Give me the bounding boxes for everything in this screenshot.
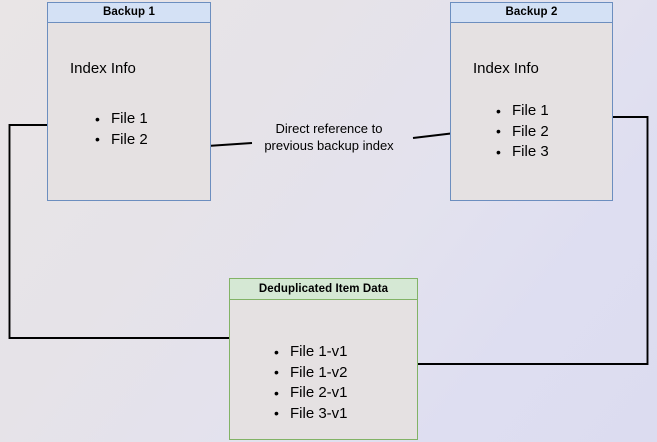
node-backup-2-file-list: File 1 File 2 File 3 bbox=[496, 101, 549, 163]
annotation-direct-reference: Direct reference to previous backup inde… bbox=[249, 120, 409, 154]
node-backup-1-index-label: Index Info bbox=[70, 60, 136, 77]
annotation-line-1: Direct reference to bbox=[275, 121, 383, 136]
list-item: File 3-v1 bbox=[274, 403, 348, 425]
list-item: File 2-v1 bbox=[274, 383, 348, 404]
node-deduplicated-item-data-header: Deduplicated Item Data bbox=[230, 279, 417, 300]
annotation-line-2: previous backup index bbox=[264, 138, 394, 153]
node-backup-2-body: Index Info File 1 File 2 File 3 bbox=[451, 23, 612, 200]
node-backup-1[interactable]: Backup 1 Index Info File 1 File 2 bbox=[47, 2, 211, 201]
node-backup-2-header: Backup 2 bbox=[451, 3, 612, 23]
node-backup-1-header: Backup 1 bbox=[48, 3, 210, 23]
node-deduplicated-item-data-body: File 1-v1 File 1-v2 File 2-v1 File 3-v1 bbox=[230, 300, 417, 440]
node-backup-1-body: Index Info File 1 File 2 bbox=[48, 23, 210, 200]
list-item: File 1-v2 bbox=[274, 362, 348, 384]
node-backup-2-index-label: Index Info bbox=[473, 60, 539, 77]
list-item: File 1 bbox=[496, 101, 549, 122]
node-deduplicated-file-list: File 1-v1 File 1-v2 File 2-v1 File 3-v1 bbox=[274, 342, 348, 424]
list-item: File 3 bbox=[496, 142, 549, 163]
list-item: File 2 bbox=[95, 129, 148, 151]
node-backup-2[interactable]: Backup 2 Index Info File 1 File 2 File 3 bbox=[450, 2, 613, 201]
list-item: File 1-v1 bbox=[274, 342, 348, 363]
node-backup-1-file-list: File 1 File 2 bbox=[95, 109, 148, 150]
list-item: File 1 bbox=[95, 109, 148, 130]
node-deduplicated-item-data[interactable]: Deduplicated Item Data File 1-v1 File 1-… bbox=[229, 278, 418, 440]
list-item: File 2 bbox=[496, 121, 549, 143]
